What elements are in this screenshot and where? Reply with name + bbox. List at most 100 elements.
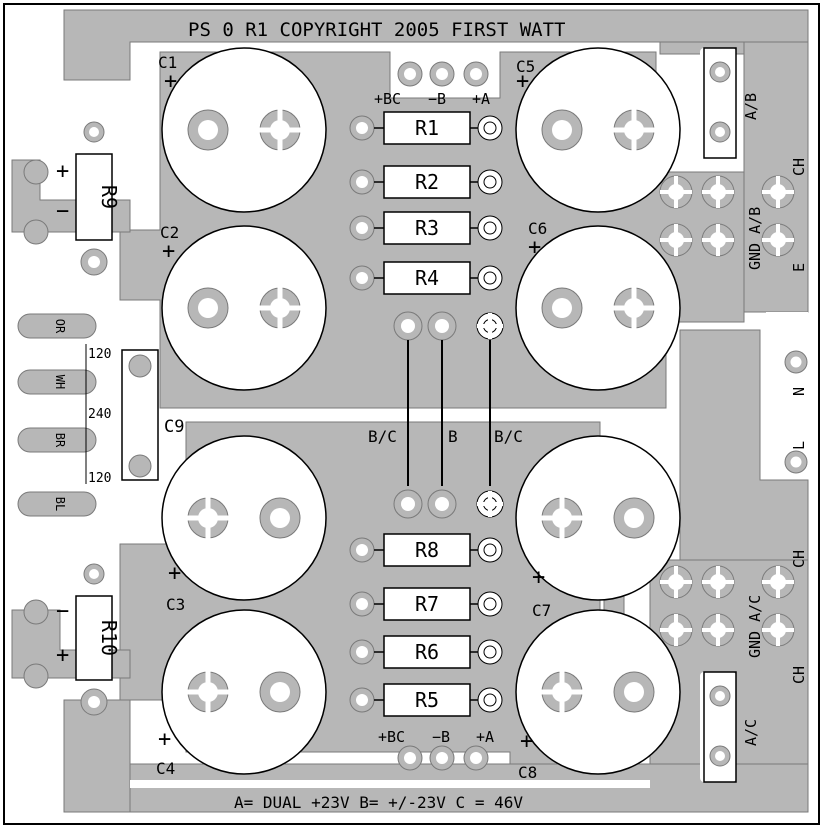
- capacitor-outline: [515, 47, 681, 213]
- bridge-pad-upper-thermal: [476, 312, 504, 340]
- mains-pad-l: [784, 450, 808, 474]
- capacitor-polarity: +: [532, 565, 545, 590]
- bottom-label-bc: +BC: [378, 728, 405, 746]
- ac-connector-outline: [703, 671, 737, 783]
- c9-pad-top: [128, 354, 152, 378]
- mains-pad-n: [784, 350, 808, 374]
- resistor-body: [383, 683, 471, 717]
- ac-connector-pin: [709, 685, 731, 707]
- mid-label-bc-right: B/C: [494, 427, 523, 446]
- capacitor-outline: [515, 609, 681, 775]
- wire-pad: [17, 369, 97, 395]
- label-ac-bottom: A/C: [742, 719, 760, 746]
- capacitor-c4: C4+: [156, 609, 327, 778]
- mains-clearance: [766, 312, 808, 478]
- bridge-pad-lower: [427, 489, 457, 519]
- label-ch-bottom: CH: [790, 666, 808, 684]
- resistor-body: [383, 165, 471, 199]
- capacitors: C1+C2+C3+C4+C5+C6+C7+C8+: [156, 47, 681, 782]
- wire-pad-bl: BL: [17, 491, 97, 517]
- gnd-ac-pad: [761, 565, 795, 599]
- capacitor-polarity: +: [516, 69, 529, 94]
- top-label-a: +A: [472, 90, 490, 108]
- bridge-pad-lower: [393, 489, 423, 519]
- capacitor-outline: [161, 609, 327, 775]
- resistor-label: R5: [415, 688, 439, 712]
- side-resistor-r10: R10−+: [23, 563, 121, 716]
- top-label-bc: +BC: [374, 90, 401, 108]
- capacitor-c6: C6+: [515, 219, 681, 391]
- resistor-r6: R6: [349, 635, 503, 669]
- capacitor-label: C6: [528, 219, 547, 238]
- label-l: L: [790, 441, 808, 450]
- gnd-ac-pad: [761, 613, 795, 647]
- ab-connector-outline: [703, 47, 737, 159]
- capacitor-pad: [259, 671, 301, 713]
- capacitor-pad-thermal: [259, 287, 301, 329]
- mid-label-b: B: [448, 427, 458, 446]
- capacitor-pad: [613, 497, 655, 539]
- capacitor-label: C1: [158, 53, 177, 72]
- capacitor-polarity: +: [162, 239, 175, 264]
- resistor-body: [383, 111, 471, 145]
- capacitor-pad: [541, 109, 583, 151]
- bridge-pad-upper: [427, 311, 457, 341]
- capacitor-outline: [161, 47, 327, 213]
- resistor-label: R1: [415, 116, 439, 140]
- resistor-label: R8: [415, 538, 439, 562]
- capacitor-polarity: +: [520, 729, 533, 754]
- bridge-pad-lower-thermal: [476, 490, 504, 518]
- bridge-pad-upper: [393, 311, 423, 341]
- side-resistor-label: R10: [97, 620, 121, 656]
- wire-label: BR: [53, 433, 67, 448]
- capacitor-pad: [187, 109, 229, 151]
- resistor-r3: R3: [349, 211, 503, 245]
- top-label-b: −B: [428, 90, 446, 108]
- capacitor-c2: C2+: [160, 223, 327, 391]
- capacitor-pad-thermal: [613, 287, 655, 329]
- resistor-body: [383, 587, 471, 621]
- capacitor-outline: [161, 225, 327, 391]
- capacitor-outline: [161, 435, 327, 601]
- wire-pad: [17, 491, 97, 517]
- capacitor-outline: [515, 225, 681, 391]
- resistor-label: R2: [415, 170, 439, 194]
- gnd-ab-pad: [701, 175, 735, 209]
- mid-label-bc-left: B/C: [368, 427, 397, 446]
- resistor-r7: R7: [349, 587, 503, 621]
- resistor-r1: R1: [349, 111, 503, 145]
- capacitor-c8: C8+: [515, 609, 681, 782]
- resistor-body: [383, 261, 471, 295]
- side-resistor-body: [75, 595, 113, 681]
- resistor-r2: R2: [349, 165, 503, 199]
- capacitor-label: C5: [516, 57, 535, 76]
- label-n: N: [790, 387, 808, 396]
- bottom-clearance: [130, 780, 650, 788]
- gnd-ab-pad: [659, 223, 693, 257]
- resistor-label: R3: [415, 216, 439, 240]
- bottom-header-pin: [429, 745, 455, 771]
- top-copper-strip: [63, 9, 809, 81]
- capacitor-pad: [541, 287, 583, 329]
- bottom-label-b: −B: [432, 728, 450, 746]
- wire-label: OR: [53, 319, 67, 334]
- bottom-label-a: +A: [476, 728, 494, 746]
- resistor-r5: R5: [349, 683, 503, 717]
- capacitor-c5: C5+: [515, 47, 681, 213]
- gnd-ab-pad: [761, 223, 795, 257]
- gnd-ab-pad: [701, 223, 735, 257]
- wire-tap-label: 120: [88, 347, 111, 362]
- resistor-r8: R8: [349, 533, 503, 567]
- c9-pad-bottom: [128, 454, 152, 478]
- capacitor-pad-thermal: [187, 497, 229, 539]
- capacitor-polarity: +: [168, 561, 181, 586]
- resistor-label: R4: [415, 266, 439, 290]
- capacitor-pad-thermal: [187, 671, 229, 713]
- wire-pad: [17, 313, 97, 339]
- capacitor-pad-thermal: [541, 671, 583, 713]
- capacitor-pad: [187, 287, 229, 329]
- capacitor-c7: C7+: [515, 435, 681, 620]
